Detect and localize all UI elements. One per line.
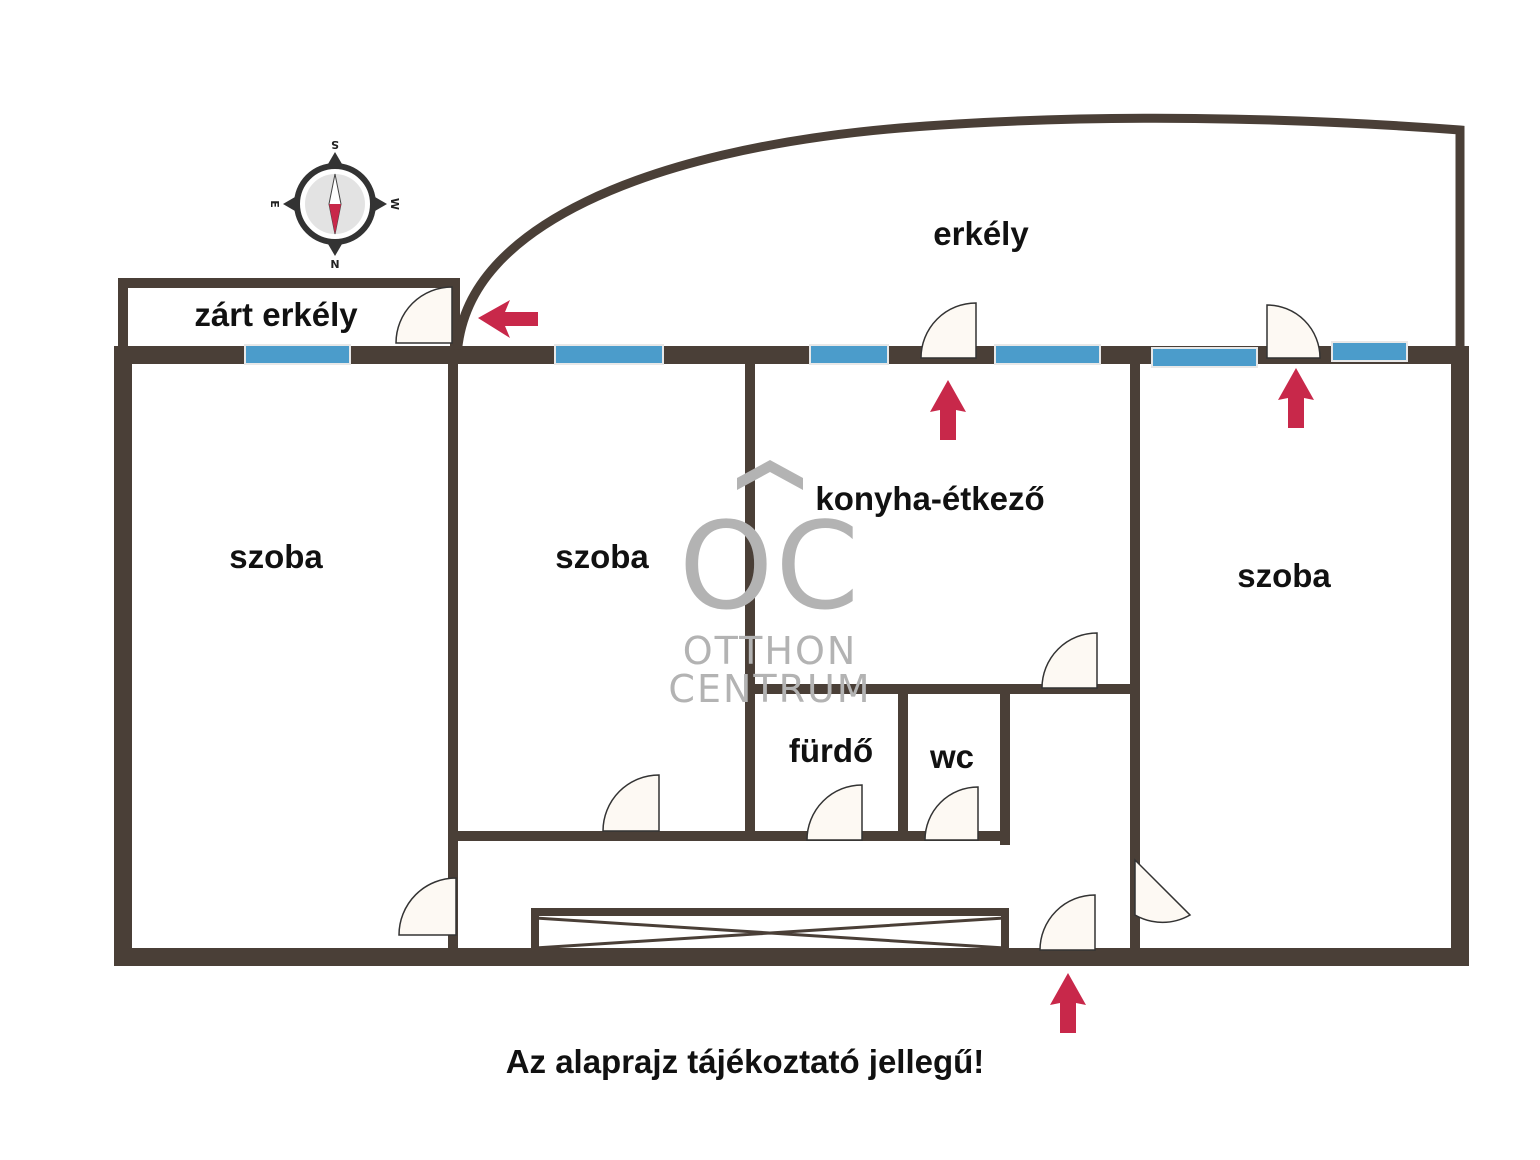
arrow-up-icon xyxy=(930,380,966,440)
stair-niche xyxy=(531,908,1009,956)
door xyxy=(602,774,660,832)
door xyxy=(398,877,457,936)
door xyxy=(1134,858,1192,924)
compass-left: E xyxy=(268,200,281,208)
label-bathroom: fürdő xyxy=(789,732,873,769)
windows xyxy=(244,341,1408,368)
label-balcony: erkély xyxy=(933,215,1029,252)
watermark-line2: CENTRUM xyxy=(668,667,871,711)
watermark: OC OTTHON CENTRUM xyxy=(668,460,871,711)
label-room-left: szoba xyxy=(229,538,323,575)
label-wc: wc xyxy=(929,738,974,775)
label-kitchen: konyha-étkező xyxy=(815,480,1044,517)
doors xyxy=(395,286,1321,951)
door xyxy=(395,286,453,344)
door xyxy=(1041,632,1098,689)
window xyxy=(809,344,889,365)
compass-icon: S N E W xyxy=(268,138,401,271)
window xyxy=(1331,341,1408,362)
window xyxy=(244,344,351,365)
closed-balcony-wall xyxy=(118,278,460,360)
outer-wall xyxy=(114,346,1469,966)
compass-right: W xyxy=(388,198,401,210)
window xyxy=(994,344,1101,365)
compass-bottom: N xyxy=(330,258,339,271)
stair-cross xyxy=(533,916,1007,950)
window xyxy=(554,344,664,365)
disclaimer: Az alaprajz tájékoztató jellegű! xyxy=(506,1043,985,1080)
arrow-left-icon xyxy=(478,300,538,338)
label-room-right: szoba xyxy=(1237,557,1331,594)
window xyxy=(1151,347,1258,368)
label-closed-balcony: zárt erkély xyxy=(194,296,358,333)
arrow-up-icon xyxy=(1050,973,1086,1033)
compass-top: S xyxy=(331,138,339,151)
watermark-logo: OC xyxy=(679,498,861,637)
arrows xyxy=(478,300,1314,1033)
balcony-wall xyxy=(453,113,1465,355)
door xyxy=(920,302,977,359)
room-labels: zárt erkély erkély szoba szoba konyha-ét… xyxy=(194,215,1331,775)
door xyxy=(924,786,979,841)
walls xyxy=(114,113,1469,966)
door xyxy=(1039,894,1096,951)
door xyxy=(1266,304,1321,359)
door xyxy=(806,784,863,841)
label-room-middle: szoba xyxy=(555,538,649,575)
watermark-roof-icon xyxy=(737,460,803,490)
arrow-up-icon xyxy=(1278,368,1314,428)
watermark-line1: OTTHON xyxy=(683,629,858,673)
